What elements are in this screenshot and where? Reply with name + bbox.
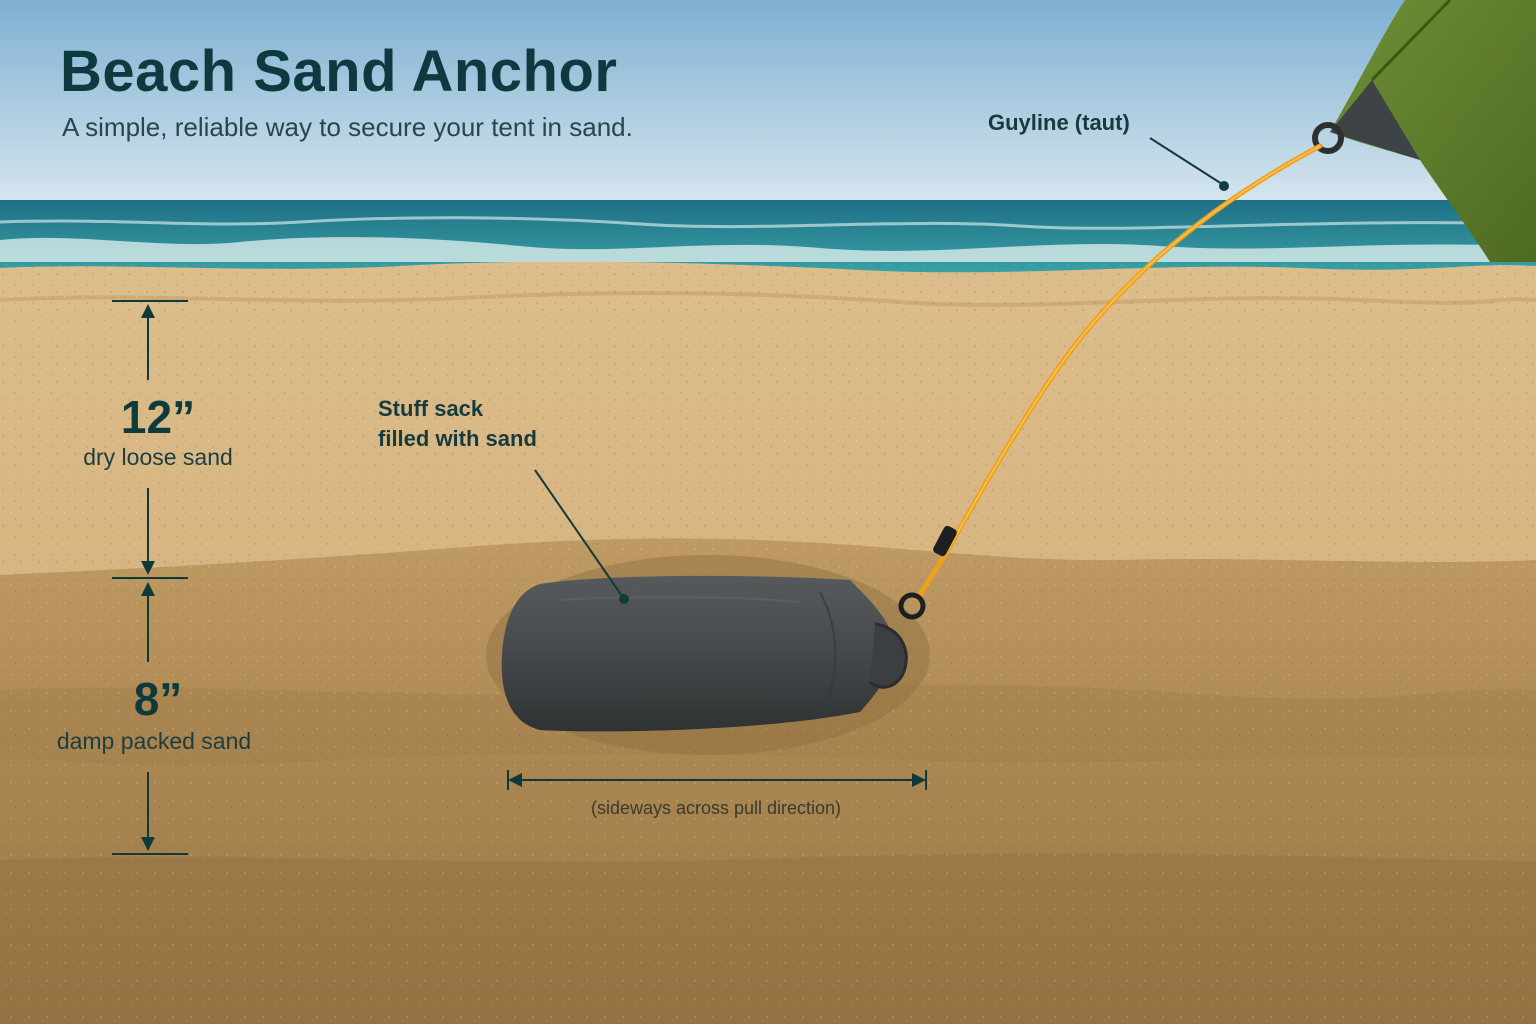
dim-dry-arrow-down [141,561,155,575]
sack-fold-1 [817,591,837,717]
sack-loop [898,592,926,620]
width-arrow-left [508,773,522,787]
dry-layer-desc: dry loose sand [83,444,233,470]
width-arrow-right [912,773,926,787]
tent-panel [1330,80,1420,160]
guyline-highlight [944,145,1321,556]
tent-seam [1370,0,1452,82]
page-subtitle: A simple, reliable way to secure your te… [62,112,633,142]
line-tensioner [933,525,957,557]
guyline-leader [1149,137,1223,185]
tent [1330,0,1536,262]
sack-orientation-note: (sideways across pull direction) [590,798,842,818]
sack-cinch [868,622,908,689]
sack-leader [534,469,623,597]
wave-foam-2 [0,216,1536,230]
stuff-sack-label-line1: Stuff sack [378,396,484,421]
damp-layer-depth: 8” [133,673,183,725]
dim-dry-arrow-up [141,304,155,318]
wave-foam [0,237,1536,262]
dim-damp-arrow-up [141,582,155,596]
stuff-sack-label-line2: filled with sand [378,426,537,451]
sack-fold-2 [559,596,801,603]
dry-layer-depth: 12” [120,391,196,443]
stuff-sack [501,575,895,732]
page-title: Beach Sand Anchor [60,39,618,104]
tent-ring [1312,122,1344,154]
dim-damp-arrow-down [141,837,155,851]
damp-layer-desc: damp packed sand [56,728,252,754]
guyline-leader-dot [1219,181,1229,191]
guyline-label: Guyline (taut) [988,110,1130,135]
sack-leader-dot [619,594,629,604]
